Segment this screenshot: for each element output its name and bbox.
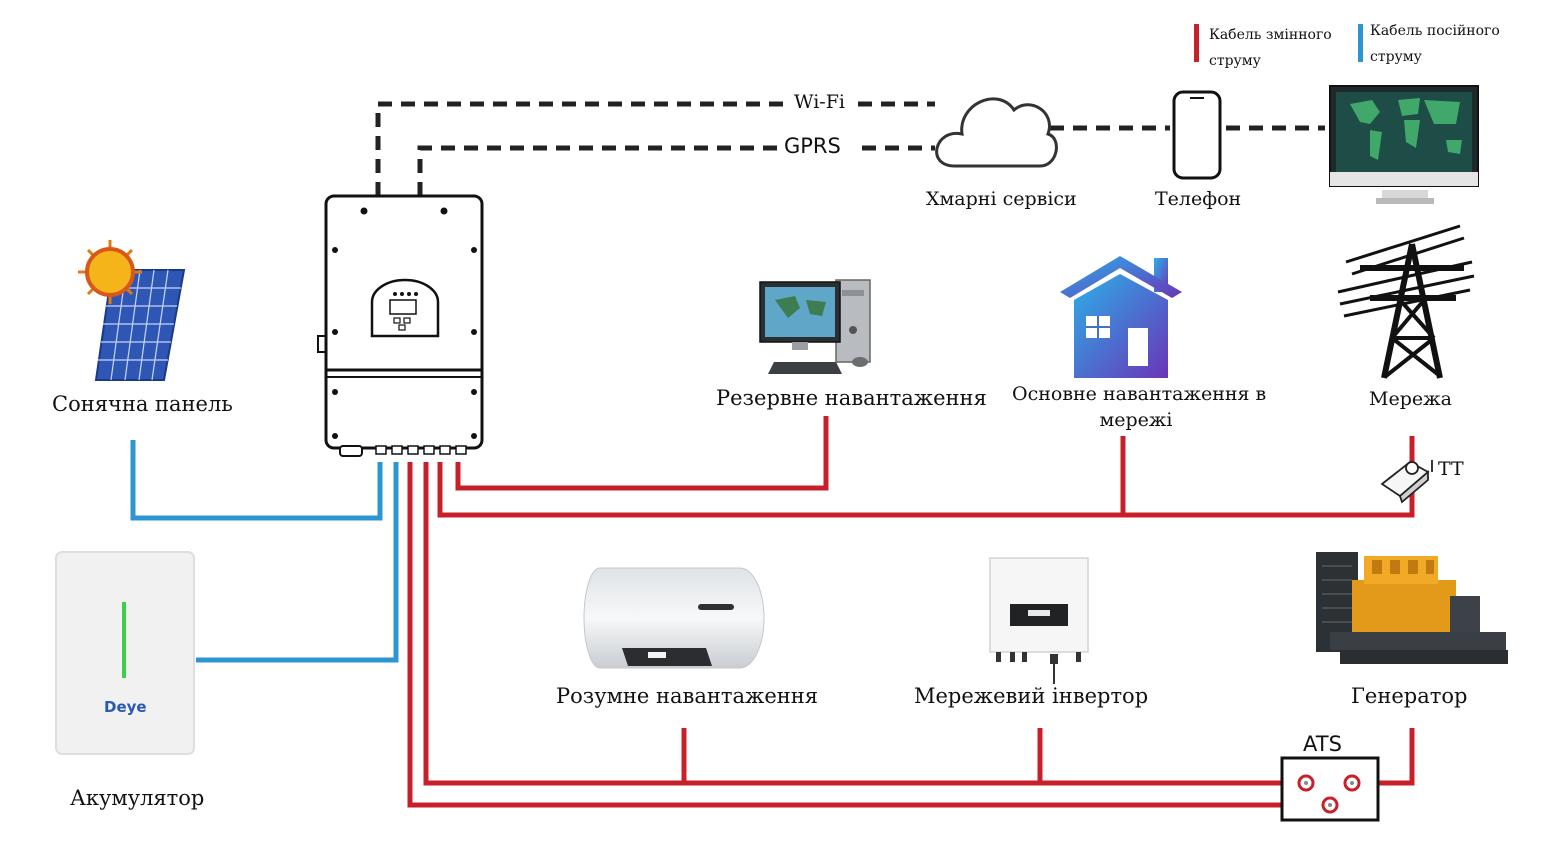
generator-icon [1316, 552, 1508, 664]
main-load-label: Основне навантаження в мережі [1012, 381, 1267, 433]
battery-icon [55, 551, 195, 755]
gen-bus [407, 462, 1330, 808]
grid-inverter-label: Мережевий інвертор [914, 684, 1149, 708]
legend-ac-swatch [1194, 24, 1199, 62]
monitor-icon [1329, 85, 1479, 204]
solar-dc-cable [130, 440, 383, 521]
battery-brand: Deye [104, 698, 147, 716]
grid-label: Мережа [1369, 388, 1452, 410]
legend-dc-label-line2: струму [1370, 49, 1422, 65]
legend-ac-label-line2: струму [1209, 53, 1261, 69]
hybrid-inverter [317, 194, 484, 457]
grid-inverter-icon [989, 557, 1089, 684]
ac-cables [407, 416, 1415, 808]
wifi-line [375, 101, 790, 196]
battery-label: Акумулятор [70, 786, 205, 810]
phone-label: Телефон [1155, 188, 1242, 210]
grid-cable [437, 436, 1415, 518]
legend [1194, 24, 1363, 62]
cloud-icon [935, 97, 1058, 168]
backup-load-label: Резервне навантаження [716, 386, 987, 410]
comm-lines [375, 101, 1325, 196]
ats-label: ATS [1303, 732, 1342, 756]
smart-load-label: Розумне навантаження [556, 684, 818, 708]
house-icon [1060, 256, 1182, 378]
legend-dc-swatch [1358, 24, 1363, 62]
water-heater-icon [583, 567, 765, 669]
pc-icon [759, 279, 871, 374]
legend-ac-label-line1: Кабель змінного [1209, 27, 1332, 43]
solar-panel-label: Сонячна панель [52, 392, 233, 416]
ats-box [1280, 756, 1380, 822]
dc-cables [130, 440, 399, 663]
wifi-label: Wi-Fi [794, 91, 845, 113]
legend-dc-label-line1: Кабель посійного [1370, 23, 1500, 39]
phone-icon [1172, 90, 1222, 180]
cloud-label: Хмарні сервіси [926, 188, 1077, 210]
ct-label: TT [1438, 458, 1464, 480]
grid-tower-icon [1337, 224, 1475, 379]
legend-ac-label: Кабель змінного струму [1209, 22, 1332, 74]
solar-panel-icon [78, 240, 186, 381]
battery-dc-cable [196, 462, 399, 663]
generator-label: Генератор [1351, 684, 1468, 708]
main-load-label-line1: Основне навантаження в [1012, 383, 1267, 405]
gprs-label: GPRS [784, 134, 841, 158]
legend-dc-label: Кабель посійного струму [1370, 18, 1500, 70]
smart-load-bus [423, 462, 1306, 786]
main-load-label-line2: мережі [1099, 409, 1173, 431]
backup-load-cable [455, 416, 829, 491]
ct-sensor-icon [1380, 460, 1433, 504]
gprs-line [417, 145, 778, 196]
